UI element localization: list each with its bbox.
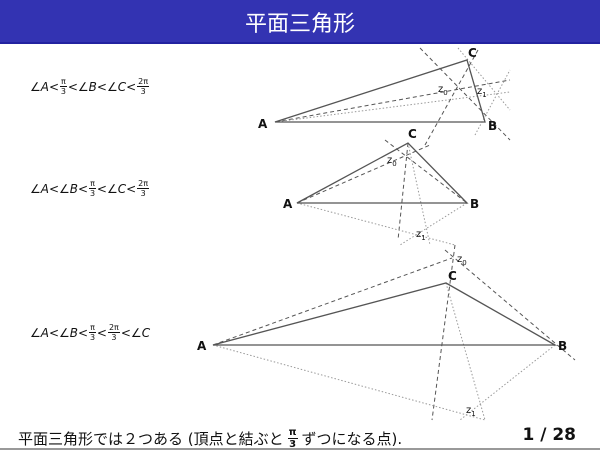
cond-text: ∠A<∠B<: [30, 181, 89, 196]
vertex-c-label: C: [448, 269, 457, 283]
numerator: 2π: [107, 323, 120, 333]
denominator: 3: [89, 333, 96, 342]
vertex-b-label: B: [488, 119, 497, 133]
cond-text: <∠C: [120, 325, 151, 340]
z1-label: z1: [416, 229, 426, 242]
denominator: 3: [111, 333, 117, 342]
denominator: 3: [89, 189, 96, 198]
footer-text: ずつになる点).: [301, 430, 403, 448]
vertex-b-label: B: [558, 339, 567, 353]
numerator: 2π: [137, 179, 150, 189]
z0-label: z0: [438, 84, 448, 97]
denominator: 3: [60, 87, 66, 96]
footer-text: 平面三角形では２つある (頂点と結ぶと: [18, 430, 284, 448]
numerator: π: [89, 323, 96, 333]
denominator: 3: [289, 439, 297, 450]
bottom-divider: [0, 448, 600, 450]
vertex-a-label: A: [197, 339, 207, 353]
z0-label: z0: [387, 155, 397, 168]
vertex-c-label: C: [408, 127, 417, 141]
triangle-1: A B C z0 z1: [258, 46, 511, 146]
z1-label: z1: [466, 405, 476, 418]
z1-label: z1: [477, 86, 487, 99]
denominator: 3: [140, 189, 146, 198]
cond-text: ∠A<∠B<: [30, 325, 89, 340]
numerator: π: [60, 77, 67, 87]
numerator: π: [89, 179, 96, 189]
page-title: 平面三角形: [244, 12, 355, 37]
cond-text: <∠C<: [96, 181, 137, 196]
z0-label: z0: [457, 254, 467, 267]
denominator: 3: [140, 87, 146, 96]
vertex-b-label: B: [470, 197, 479, 211]
triangle-3: A B C z0 z1: [197, 244, 576, 421]
numerator: π: [287, 427, 298, 439]
triangle-2: A B C z0 z1: [283, 127, 479, 246]
page-number: 1 / 28: [522, 425, 576, 445]
cond-text: <: [96, 325, 107, 340]
cond-text: ∠A<: [30, 79, 60, 94]
title-bar: 平面三角形: [0, 0, 600, 44]
numerator: 2π: [137, 77, 150, 87]
vertex-a-label: A: [258, 117, 268, 131]
cond-text: <∠B<∠C<: [67, 79, 137, 94]
vertex-a-label: A: [283, 197, 293, 211]
vertex-c-label: C: [468, 46, 477, 60]
